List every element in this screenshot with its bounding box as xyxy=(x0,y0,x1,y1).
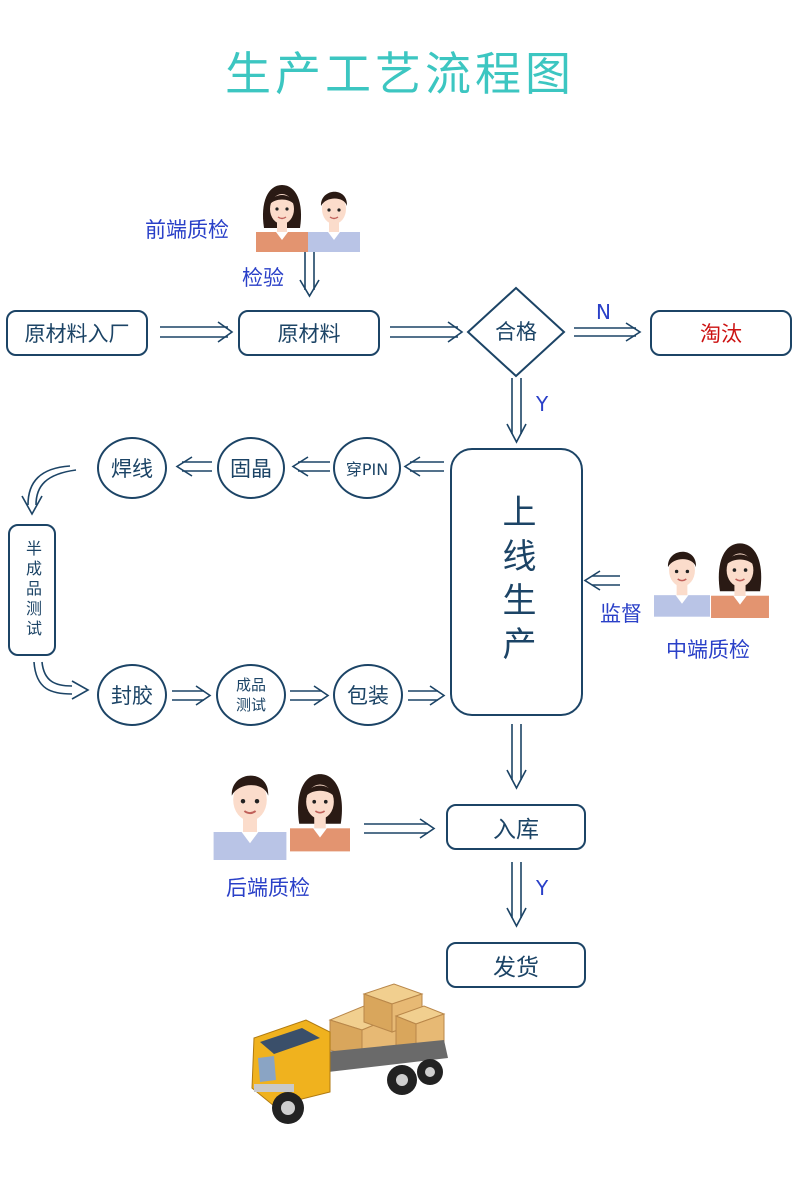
arrow-pin-to-diebond xyxy=(291,456,330,477)
qualified-diamond-shape xyxy=(466,286,566,378)
label-back-qc: 后端质检 xyxy=(226,876,310,900)
label-no: N xyxy=(596,300,611,324)
node-seal: 封胶 xyxy=(97,664,167,726)
label-front-qc: 前端质检 xyxy=(145,218,229,242)
node-raw-material: 原材料 xyxy=(238,310,380,356)
label-mid-qc: 中端质检 xyxy=(666,638,750,662)
node-qualified-label: 合格 xyxy=(495,320,537,344)
arrow-semitest-to-seal xyxy=(33,661,90,700)
delivery-truck-icon xyxy=(251,983,448,1124)
arrow-raw-to-qualified xyxy=(390,321,464,343)
node-ship: 发货 xyxy=(446,942,586,988)
arrow-inspect-down xyxy=(299,252,320,298)
male-inspector-icon xyxy=(654,551,710,617)
arrow-wirebond-to-semitest xyxy=(21,465,77,516)
arrow-warehouse-to-ship xyxy=(506,862,527,928)
arrow-qualified-to-online xyxy=(506,378,527,444)
arrow-diebond-to-wirebond xyxy=(175,456,212,477)
page-title: 生产工艺流程图 xyxy=(225,47,575,101)
node-die-bond: 固晶 xyxy=(217,437,285,499)
arrow-seal-to-finaltest xyxy=(172,685,212,706)
node-semi-finished-test: 半成品测试 xyxy=(8,524,56,656)
arrow-qualified-to-eliminate xyxy=(574,322,642,342)
arrow-raw-entry-to-raw xyxy=(160,321,234,343)
arrow-pack-to-online xyxy=(408,685,446,706)
node-pin: 穿PIN xyxy=(333,437,401,499)
node-raw-material-entry: 原材料入厂 xyxy=(6,310,148,356)
label-inspect: 检验 xyxy=(242,266,284,290)
female-inspector-icon xyxy=(711,543,769,618)
arrow-online-to-pin xyxy=(403,456,444,477)
label-mid-supervise: 监督 xyxy=(600,602,642,626)
node-eliminate: 淘汰 xyxy=(650,310,792,356)
node-final-test: 成品 测试 xyxy=(216,664,286,726)
male-inspector-icon xyxy=(213,775,287,860)
label-yes-warehouse: Y xyxy=(536,876,549,900)
node-online-production: 上线生产 xyxy=(450,448,583,716)
arrow-online-to-warehouse xyxy=(506,724,527,790)
male-inspector-icon xyxy=(308,191,360,252)
node-pack: 包装 xyxy=(333,664,403,726)
label-yes-qualified: Y xyxy=(536,392,549,416)
female-inspector-icon xyxy=(256,185,308,252)
node-wire-bond: 焊线 xyxy=(97,437,167,499)
arrow-finaltest-to-pack xyxy=(290,685,330,706)
arrow-supervise-to-online xyxy=(583,570,620,591)
node-warehouse: 入库 xyxy=(446,804,586,850)
arrow-backqc-to-warehouse xyxy=(364,818,436,839)
female-inspector-icon xyxy=(290,774,350,852)
